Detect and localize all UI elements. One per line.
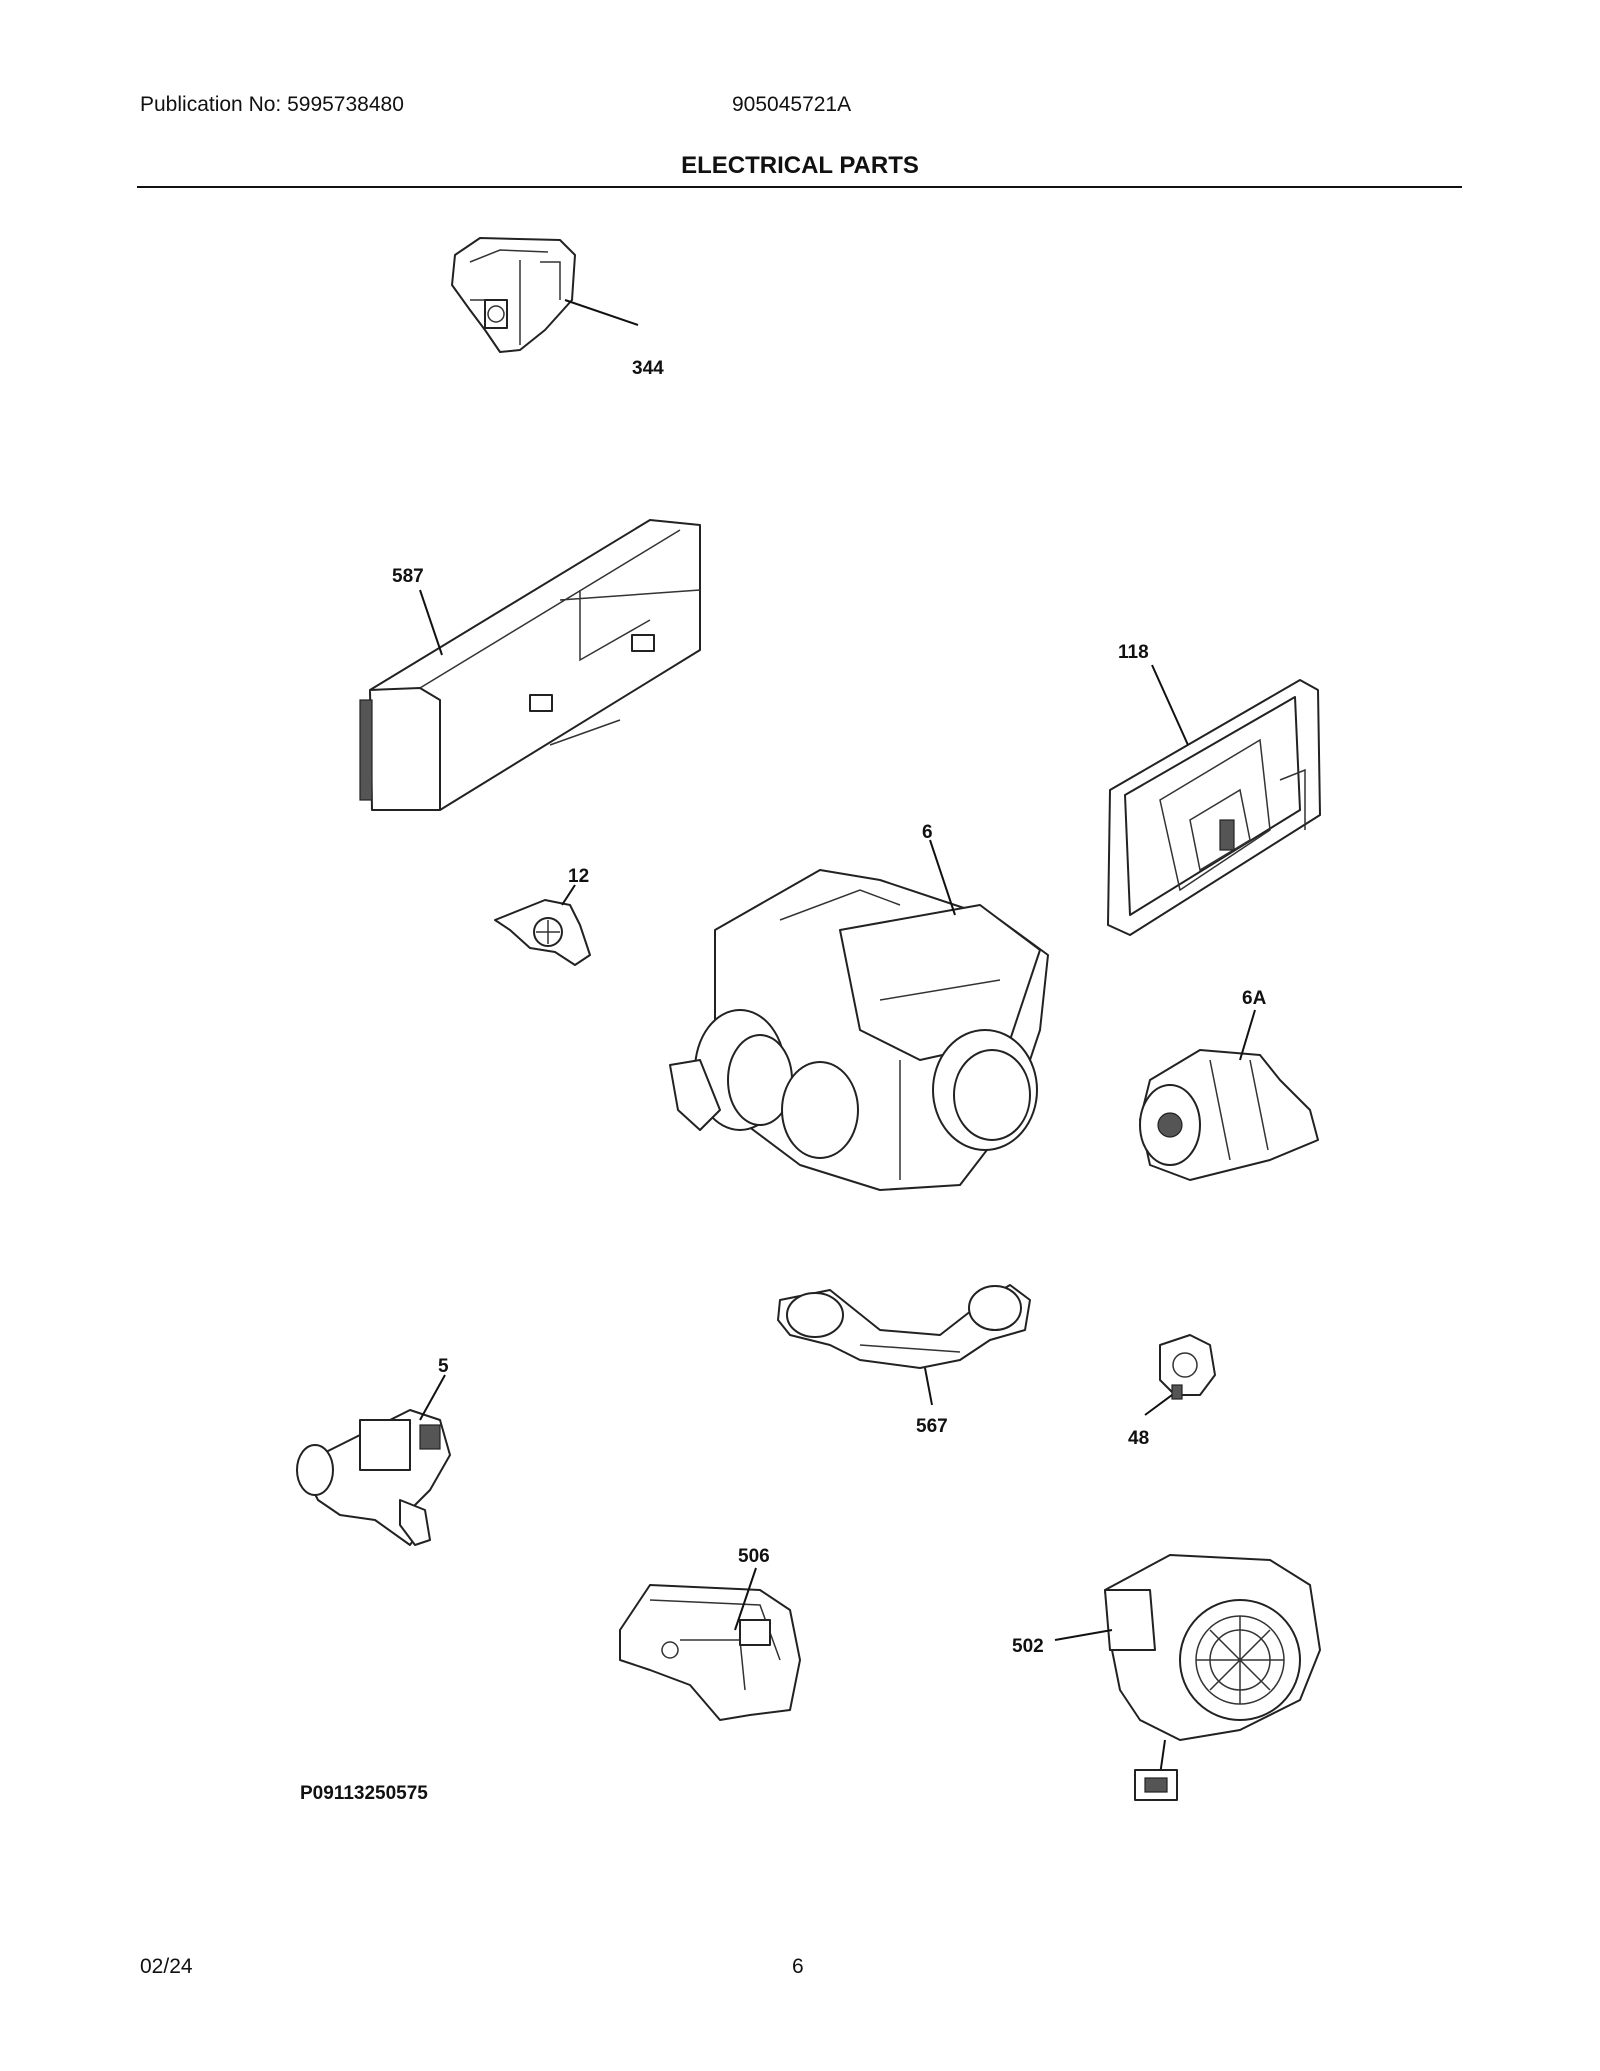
footer-date: 02/24: [140, 1955, 193, 1978]
part-label-506: 506: [738, 1546, 770, 1567]
model-number: 905045721A: [732, 93, 852, 116]
part-label-48: 48: [1128, 1428, 1149, 1449]
part-48-drawing: [1159, 1334, 1216, 1400]
part-label-6a: 6A: [1242, 988, 1267, 1009]
header-rule: [137, 186, 1462, 188]
part-12-drawing: [494, 899, 591, 966]
page-title: ELECTRICAL PARTS: [681, 152, 919, 179]
part-label-567: 567: [916, 1416, 948, 1437]
publication-number: Publication No: 5995738480: [140, 93, 404, 116]
part-567-drawing: [777, 1284, 1031, 1369]
part-label-118: 118: [1118, 642, 1149, 663]
part-506-drawing: [619, 1584, 801, 1721]
part-label-5: 5: [438, 1356, 449, 1377]
part-label-6: 6: [922, 822, 933, 843]
part-118-drawing: [1107, 679, 1321, 936]
part-6a-drawing: [1139, 1049, 1319, 1181]
part-502-drawing: [1104, 1554, 1321, 1801]
part-label-344: 344: [632, 358, 664, 379]
diagram-code: P09113250575: [300, 1783, 428, 1804]
part-344-drawing: [451, 237, 576, 353]
part-label-587: 587: [392, 566, 424, 587]
part-6-drawing: [669, 869, 1049, 1191]
part-label-502: 502: [1012, 1636, 1044, 1657]
part-5-drawing: [296, 1409, 451, 1546]
page-number: 6: [792, 1955, 804, 1978]
part-587-drawing: [359, 519, 701, 811]
part-label-12: 12: [568, 866, 589, 887]
